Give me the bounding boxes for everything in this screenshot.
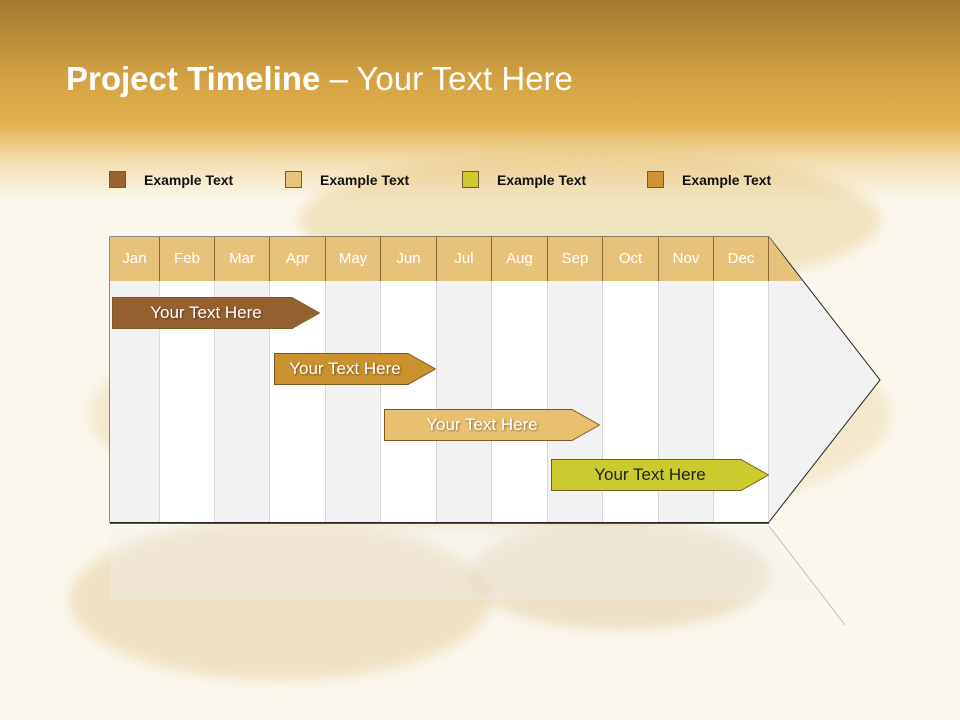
legend-label: Example Text <box>682 171 772 188</box>
legend-swatch <box>647 171 664 188</box>
legend-item: Example Text <box>285 171 409 188</box>
month-column <box>492 281 548 522</box>
legend-swatch <box>285 171 302 188</box>
task-label: Your Text Here <box>289 359 401 378</box>
month-header: Jul <box>437 237 492 281</box>
task-label: Your Text Here <box>150 303 262 322</box>
task-bar[interactable]: Your Text Here <box>384 409 600 441</box>
month-header: Oct <box>603 237 659 281</box>
task-label: Your Text Here <box>426 415 538 434</box>
legend-label: Example Text <box>144 171 234 188</box>
legend-item: Example Text <box>462 171 586 188</box>
month-header: Dec <box>714 237 769 281</box>
background-image <box>470 520 770 630</box>
month-header: Mar <box>215 237 270 281</box>
legend-item: Example Text <box>647 171 771 188</box>
month-column <box>437 281 492 522</box>
month-header: May <box>326 237 381 281</box>
month-header: Aug <box>492 237 548 281</box>
task-bar[interactable]: Your Text Here <box>551 459 769 491</box>
month-header: Jun <box>381 237 437 281</box>
month-column <box>381 281 437 522</box>
background-image <box>70 520 490 680</box>
month-header: Jan <box>110 237 160 281</box>
month-header: Apr <box>270 237 326 281</box>
legend-item: Example Text <box>109 171 233 188</box>
task-bar[interactable]: Your Text Here <box>274 353 436 385</box>
month-header: Feb <box>160 237 215 281</box>
legend-label: Example Text <box>320 171 410 188</box>
month-column <box>326 281 381 522</box>
task-label: Your Text Here <box>594 465 706 484</box>
page-title: Project Timeline – Your Text Here <box>66 60 573 97</box>
task-bar[interactable]: Your Text Here <box>112 297 320 329</box>
legend-swatch <box>109 171 126 188</box>
month-header: Nov <box>659 237 714 281</box>
legend-swatch <box>462 171 479 188</box>
legend-label: Example Text <box>497 171 587 188</box>
header-band <box>0 0 960 200</box>
month-header: Sep <box>548 237 603 281</box>
